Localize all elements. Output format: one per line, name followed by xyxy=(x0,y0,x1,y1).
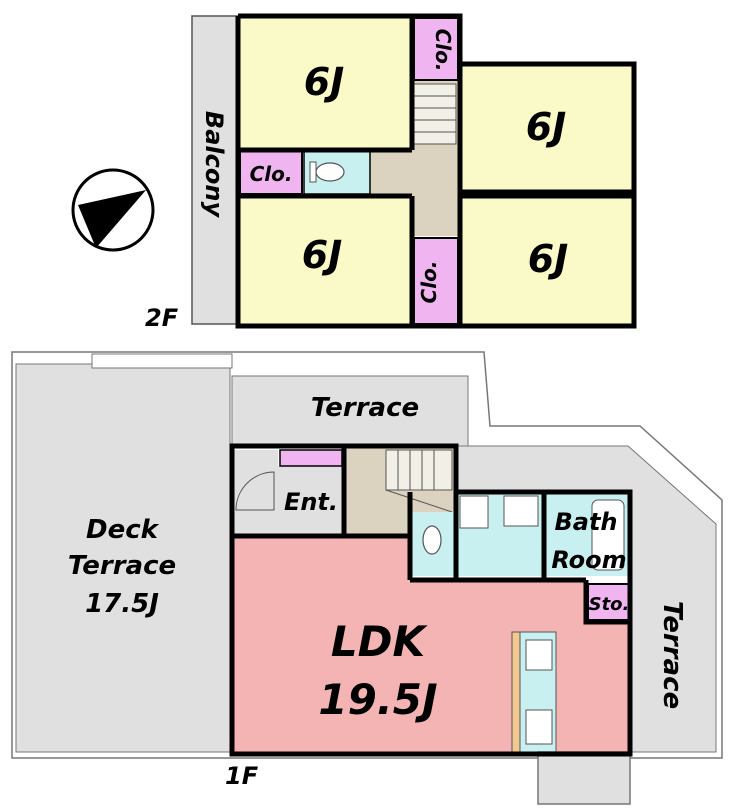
label-room-sw: 6J xyxy=(302,233,343,277)
north-arrow-icon xyxy=(71,168,155,252)
stairs-2f xyxy=(413,83,457,145)
label-entrance: Ent. xyxy=(284,488,338,516)
walls-1f xyxy=(229,443,633,757)
label-closet-top: Clo. xyxy=(431,29,455,72)
entrance-shoe-cabinet xyxy=(279,449,343,467)
label-room-se: 6J xyxy=(528,237,569,281)
deck-terrace xyxy=(15,363,231,753)
label-deck-line1: Deck xyxy=(86,515,160,545)
washbasin xyxy=(459,495,489,529)
terrace-north xyxy=(231,375,469,447)
stairs-1f xyxy=(385,449,453,513)
bedroom-ne xyxy=(460,64,632,192)
toilet-bowl-1f xyxy=(422,525,442,555)
label-ldk-name: LDK xyxy=(331,617,429,666)
label-terrace-east: Terrace xyxy=(657,601,687,709)
label-ldk-size: 19.5J xyxy=(318,675,437,724)
first-floor: Terrace Terrace Deck Terrace 17.5J Ent. … xyxy=(11,351,723,805)
label-room-ne: 6J xyxy=(526,105,567,149)
label-bath-line2: Room xyxy=(551,546,626,574)
label-floor-1f: 1F xyxy=(225,762,259,790)
closet-left xyxy=(239,149,303,195)
label-terrace-north: Terrace xyxy=(311,393,419,423)
bedroom-se xyxy=(460,196,632,324)
closet-middle xyxy=(413,237,459,325)
toilet-bowl-2f xyxy=(315,162,345,182)
bathtub xyxy=(591,499,625,571)
label-deck-line2: Terrace xyxy=(68,551,176,581)
bedroom-sw xyxy=(238,196,412,324)
label-bath-line1: Bath xyxy=(554,508,617,536)
bedroom-nw xyxy=(238,18,412,150)
kitchen-stove xyxy=(525,709,553,745)
porch xyxy=(232,450,278,534)
label-closet-middle: Clo. xyxy=(417,261,441,304)
kitchen-sink xyxy=(525,639,553,671)
washing-machine xyxy=(503,495,539,527)
kitchen-counter-edge xyxy=(511,631,521,753)
label-storage: Sto. xyxy=(589,594,630,615)
label-balcony: Balcony xyxy=(200,111,228,219)
south-step xyxy=(537,751,631,805)
label-closet-left: Clo. xyxy=(250,162,293,186)
balcony xyxy=(191,15,239,325)
label-floor-2f: 2F xyxy=(145,304,179,332)
deck-top-strip xyxy=(91,353,233,369)
label-deck-size: 17.5J xyxy=(85,589,159,619)
second-floor: 6J 6J 6J 6J Clo. Clo. Clo. Balcony 2F xyxy=(145,13,637,332)
entrance xyxy=(278,466,344,534)
toilet-tank-2f xyxy=(309,161,317,183)
walls-2f xyxy=(235,13,637,329)
label-room-nw: 6J xyxy=(304,60,345,104)
porch-door-swing xyxy=(235,471,275,511)
